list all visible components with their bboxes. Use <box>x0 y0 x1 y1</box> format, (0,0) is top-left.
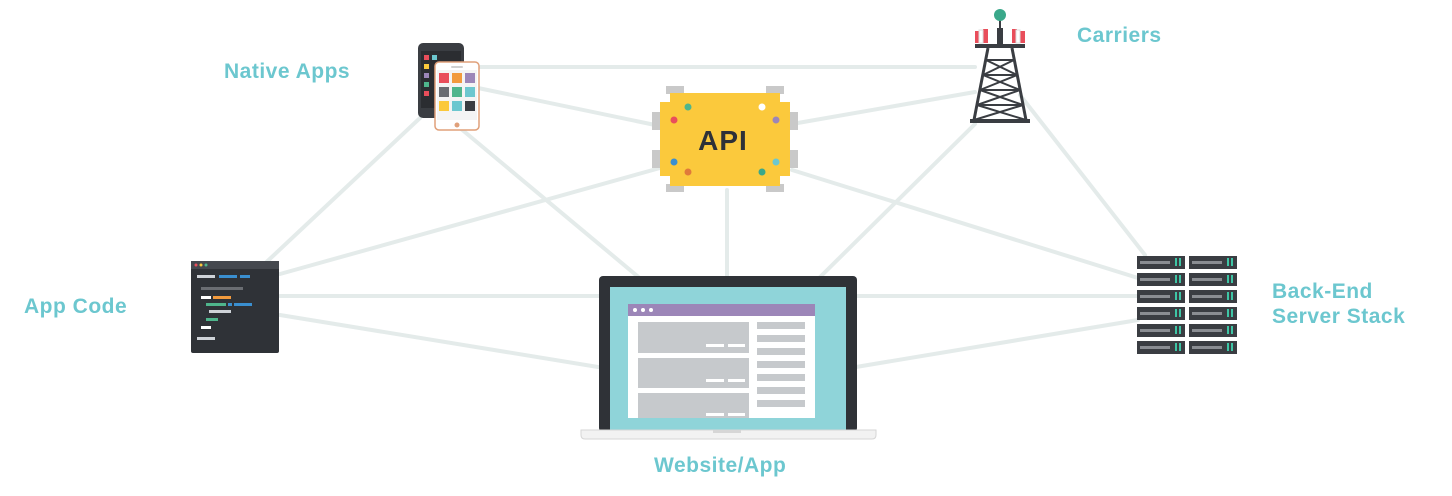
website-app-label: Website/App <box>654 454 787 477</box>
smartphone-icon <box>418 43 480 131</box>
api-chip-icon: API <box>652 86 798 192</box>
code-editor-icon <box>191 261 279 353</box>
backend-label-line2: Server Stack <box>1272 305 1406 328</box>
link-website-backend-lower <box>854 318 1140 369</box>
api-label: API <box>698 125 748 156</box>
link-carriers-api <box>790 90 977 126</box>
app-code-label: App Code <box>24 295 128 318</box>
link-native-appcode <box>256 116 422 272</box>
cell-tower-icon <box>970 9 1030 123</box>
laptop-icon <box>580 276 877 440</box>
server-rack-icon <box>1137 256 1237 354</box>
backend-label-line1: Back-End <box>1272 280 1373 303</box>
link-native-website <box>458 126 650 287</box>
link-carriers-backend <box>1018 93 1147 257</box>
link-appcode-website-lower <box>278 313 600 369</box>
carriers-label: Carriers <box>1077 24 1162 47</box>
link-carriers-website <box>810 122 977 287</box>
backend-label: Back-End Server Stack <box>1272 279 1405 329</box>
link-api-backend <box>790 168 1140 280</box>
connector-lines <box>256 65 1147 369</box>
link-api-appcode <box>278 166 662 276</box>
link-native-api <box>476 86 662 128</box>
native-apps-label: Native Apps <box>224 60 351 83</box>
